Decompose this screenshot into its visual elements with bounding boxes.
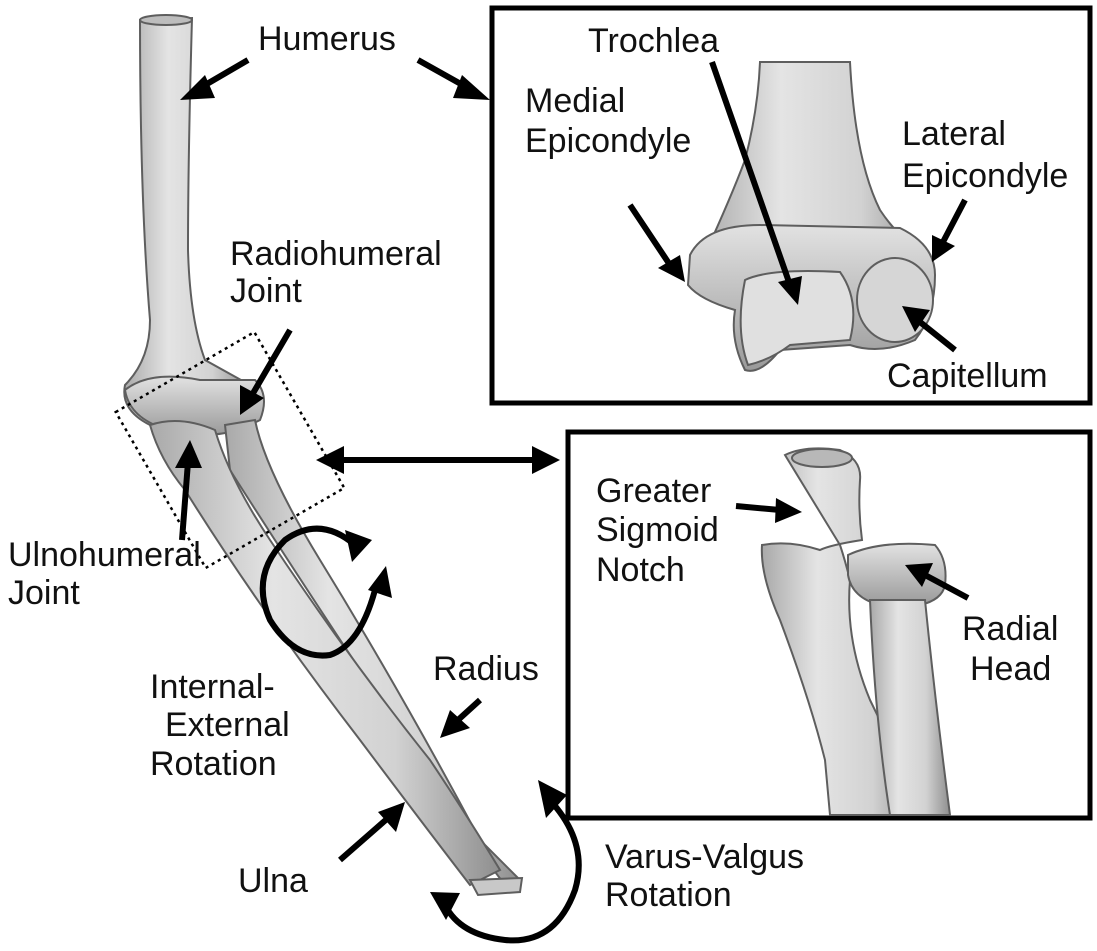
greater-notch-arrow bbox=[736, 506, 780, 510]
radius-arrow bbox=[458, 700, 480, 720]
humerus-arrowhead-right bbox=[453, 75, 490, 100]
greater-label-line2: Sigmoid bbox=[596, 511, 719, 549]
humerus-bone bbox=[124, 18, 250, 425]
greater-label-line3: Notch bbox=[596, 551, 685, 589]
int-ext-label-line2: External bbox=[165, 706, 290, 744]
panel-olecranon bbox=[792, 449, 852, 467]
lateral-arrow bbox=[943, 200, 965, 242]
distal-humerus-panel bbox=[492, 8, 1090, 403]
trochlea-label: Trochlea bbox=[588, 22, 719, 60]
distal-end bbox=[470, 878, 522, 895]
double-arrowhead-right bbox=[532, 446, 560, 474]
humerus-top-cut bbox=[140, 15, 192, 25]
double-arrowhead-left bbox=[316, 446, 344, 474]
capitellum-arrow bbox=[920, 322, 955, 350]
greater-label-line1: Greater bbox=[596, 472, 711, 510]
medial-label-line2: Epicondyle bbox=[525, 122, 691, 160]
lateral-label-line1: Lateral bbox=[902, 115, 1006, 153]
medial-label-line1: Medial bbox=[525, 82, 625, 120]
radius-label: Radius bbox=[433, 650, 539, 688]
ulnohumeral-label-line1: Ulnohumeral bbox=[8, 536, 201, 574]
varus-label-line2: Rotation bbox=[605, 876, 732, 914]
greater-notch-arrowhead bbox=[775, 498, 802, 523]
panel-radial-head bbox=[848, 544, 946, 605]
ulna-arrowhead bbox=[378, 802, 405, 832]
radial-head-label-line2: Head bbox=[970, 650, 1051, 688]
radiohumeral-label-line1: Radiohumeral bbox=[230, 235, 442, 273]
panel-capitellum bbox=[857, 258, 933, 342]
medial-arrowhead bbox=[658, 255, 685, 282]
varus-label-line1: Varus-Valgus bbox=[605, 838, 804, 876]
ulna-arrow bbox=[340, 818, 388, 860]
ulna-label: Ulna bbox=[238, 862, 308, 900]
int-ext-label-line3: Rotation bbox=[150, 745, 277, 783]
lateral-label-line2: Epicondyle bbox=[902, 157, 1068, 195]
int-ext-label-line1: Internal- bbox=[150, 668, 275, 706]
radiohumeral-label-line2: Joint bbox=[230, 272, 302, 310]
humerus-label: Humerus bbox=[258, 20, 396, 58]
capitellum-label: Capitellum bbox=[887, 357, 1048, 395]
radial-head-label-line1: Radial bbox=[962, 610, 1058, 648]
ulnohumeral-label-line2: Joint bbox=[8, 574, 80, 612]
medial-arrow bbox=[630, 205, 670, 265]
int-ext-arrowhead-1 bbox=[345, 530, 372, 562]
